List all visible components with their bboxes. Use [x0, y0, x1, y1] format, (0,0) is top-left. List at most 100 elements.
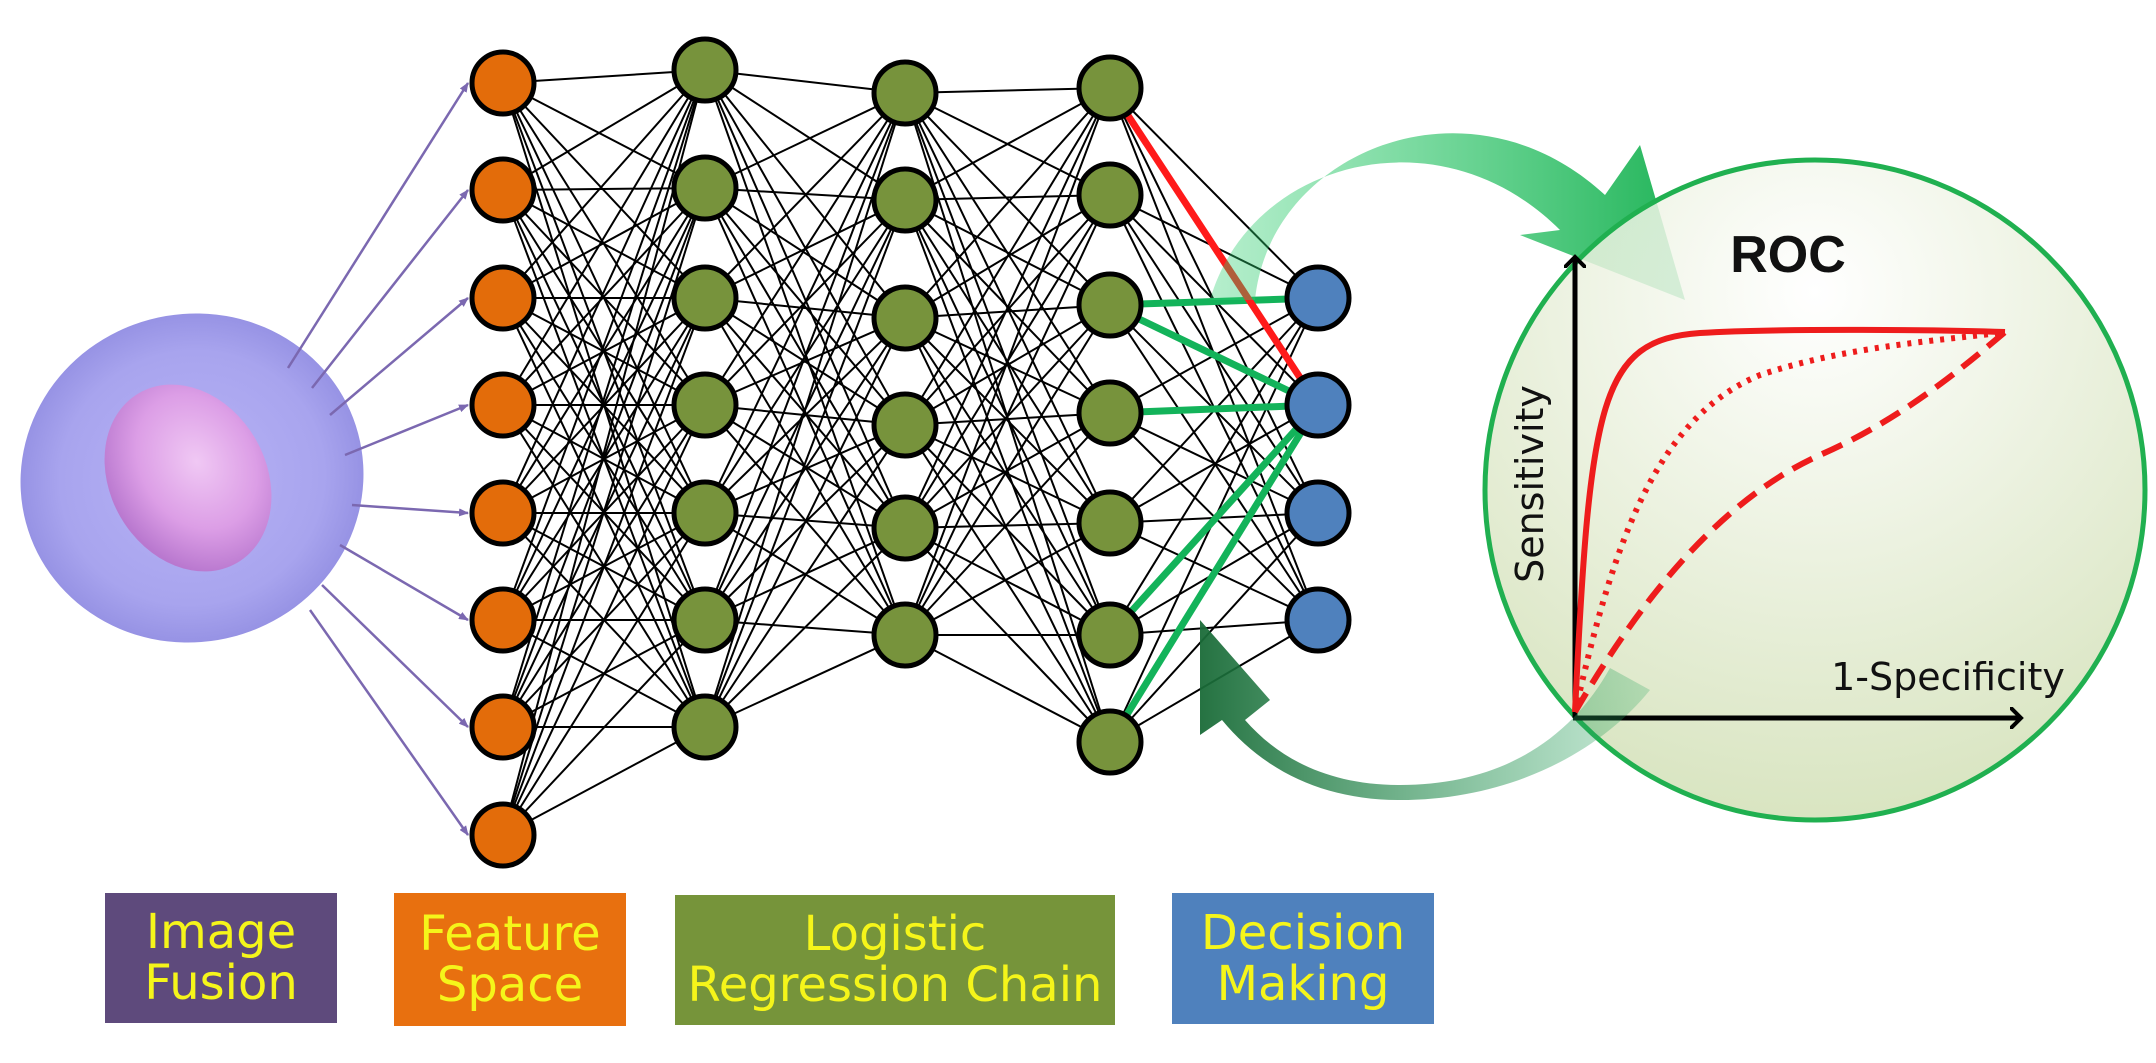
highlight-connection-green [1107, 402, 1321, 638]
connection-line [904, 522, 1111, 529]
connection-line [704, 92, 906, 514]
roc-panel: ROC Sensitivity 1-Specificity [1482, 157, 2148, 823]
connection-line [904, 424, 1111, 524]
roc-curve-solid [1572, 326, 2006, 713]
network-nodes [469, 36, 1352, 869]
connection-line [704, 317, 906, 406]
neuron-node [469, 264, 537, 332]
roc-curve-dashed [1572, 329, 2007, 714]
cell-image [20, 313, 364, 643]
connection-line [904, 87, 1111, 426]
connection-line [502, 187, 706, 406]
connection-line [904, 317, 1111, 524]
connection-line [502, 187, 706, 728]
connection-line [502, 512, 706, 836]
neuron-node [469, 801, 537, 869]
connection-line [502, 404, 706, 836]
connection-line [904, 522, 1111, 636]
connection-line [1109, 404, 1319, 524]
connection-line [904, 317, 1111, 636]
connection-line [904, 412, 1111, 426]
neuron-node [1076, 379, 1144, 447]
connection-line [904, 634, 1111, 743]
neuron-node [469, 586, 537, 654]
neuron-node [671, 479, 739, 547]
connection-line [1109, 87, 1319, 299]
return-feedback-arrow [1200, 620, 1650, 800]
connection-line [904, 87, 1111, 529]
connection-line [502, 69, 706, 191]
connection-line [704, 424, 906, 728]
network-connections [502, 69, 1321, 836]
connection-line [704, 634, 906, 728]
connection-line [502, 726, 706, 836]
label-logistic-regression-chain: Logistic Regression Chain [675, 895, 1115, 1025]
roc-circle [1482, 157, 2148, 823]
connection-line [704, 69, 906, 636]
label-logistic-regression-chain-text: Logistic Regression Chain [687, 906, 1103, 1013]
neuron-node [871, 494, 939, 562]
neuron-node [671, 154, 739, 222]
highlight-connection-green [1108, 301, 1320, 409]
neuron-node [1076, 271, 1144, 339]
connection-line [704, 187, 906, 319]
connection-line [704, 317, 906, 621]
connection-line [1109, 512, 1319, 743]
connection-line [704, 92, 906, 406]
connection-line [904, 194, 1111, 636]
cell-nucleus [104, 384, 272, 572]
connection-line [502, 187, 706, 621]
input-arrow [329, 297, 469, 416]
connection-line [704, 92, 906, 189]
neuron-node [1076, 161, 1144, 229]
label-decision-making: Decision Making [1172, 893, 1434, 1024]
neuron-node [871, 601, 939, 669]
highlight-connection-green [1109, 294, 1319, 309]
neuron-node [671, 264, 739, 332]
roc-y-label: Sensitivity [1508, 385, 1552, 583]
input-arrows [286, 82, 470, 836]
neuron-node [1284, 264, 1352, 332]
neuron-node [1284, 479, 1352, 547]
connection-line [904, 424, 1111, 636]
connection-line [904, 194, 1111, 201]
neuron-node [469, 49, 537, 117]
connection-line [904, 424, 1111, 743]
connection-line [704, 92, 906, 299]
neuron-node [671, 693, 739, 761]
label-image-fusion: Image Fusion [105, 893, 337, 1023]
neuron-node [1076, 601, 1144, 669]
top-feedback-arrow [1210, 133, 1685, 300]
connection-line [904, 412, 1111, 636]
input-arrow [308, 609, 470, 836]
feedback-arrows [1210, 133, 1685, 300]
connection-line [904, 87, 1111, 319]
connection-line [704, 404, 906, 529]
connection-line [704, 69, 906, 529]
connection-line [704, 199, 906, 728]
connection-line [904, 304, 1111, 636]
label-image-fusion-text: Image Fusion [144, 904, 298, 1011]
connection-line [904, 87, 1111, 201]
input-arrow [339, 543, 469, 622]
input-arrow [286, 82, 470, 369]
neuron-node [1284, 586, 1352, 654]
neuron-node [1076, 54, 1144, 122]
neuron-node [671, 36, 739, 104]
connection-line [502, 69, 706, 84]
roc-x-label: 1-Specificity [1831, 655, 2065, 699]
neuron-node [469, 479, 537, 547]
label-feature-space-text: Feature Space [419, 905, 601, 1013]
connection-line [904, 199, 1111, 306]
neuron-node [469, 371, 537, 439]
neuron-node [671, 371, 739, 439]
connection-line [904, 87, 1111, 636]
input-arrow [351, 503, 469, 517]
connection-line [704, 69, 906, 94]
neuron-node [1076, 489, 1144, 557]
connection-line [904, 87, 1111, 94]
connection-line [502, 187, 706, 836]
label-decision-making-text: Decision Making [1200, 904, 1406, 1012]
highlight-connection-red [1107, 86, 1321, 407]
